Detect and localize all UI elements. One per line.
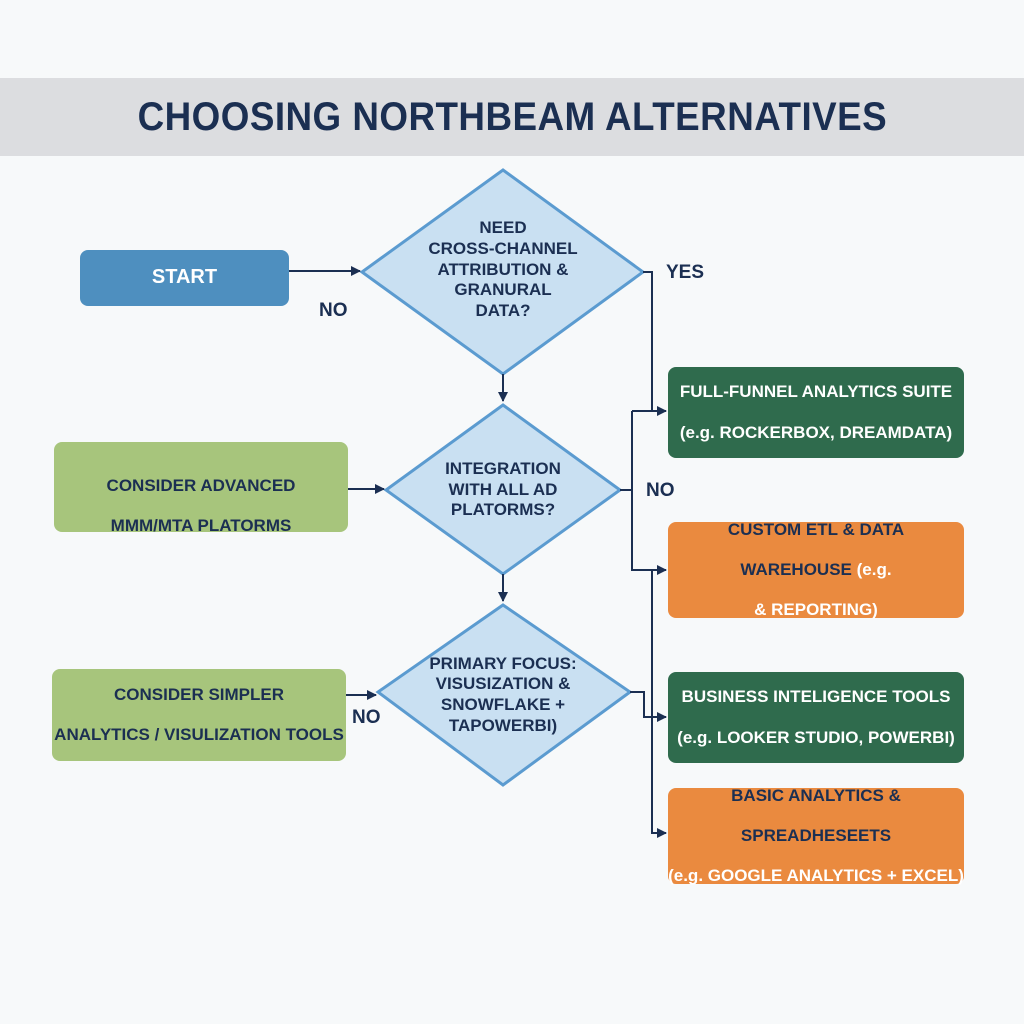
decision1-line: GRANURAL <box>454 280 552 300</box>
decision3-line: PRIMARY FOCUS: <box>429 653 577 673</box>
bi-tools-line: BUSINESS INTELIGENCE TOOLS <box>681 687 951 707</box>
decision-diamond-3 <box>375 603 633 787</box>
edge-label-no-decision2: NO <box>646 480 675 501</box>
edge-label-yes: YES <box>666 262 705 283</box>
connector-decision3-to-bi <box>630 691 667 722</box>
connector-decision2-to-full-funnel <box>631 411 667 575</box>
full-funnel-node[interactable]: FULL-FUNNEL ANALYTICS SUITE (e.g. ROCKER… <box>668 367 964 458</box>
consider-advanced-node[interactable]: CONSIDER ADVANCED MMM/MTA PLATORMS <box>54 442 348 535</box>
custom-etl-line: & REPORTING) <box>754 600 878 620</box>
decision3-line: VISUSIZATION & <box>435 674 571 694</box>
consider-advanced-line: CONSIDER ADVANCED <box>106 476 296 496</box>
consider-advanced-line: MMM/MTA PLATORMS <box>110 516 292 536</box>
full-funnel-line: FULL-FUNNEL ANALYTICS SUITE <box>679 382 953 402</box>
custom-etl-line: WAREHOUSE (e.g. <box>728 560 904 580</box>
decision3-text: PRIMARY FOCUS: VISUSIZATION & SNOWFLAKE … <box>410 645 596 745</box>
custom-etl-eg: (e.g. <box>856 559 892 579</box>
edge-label-no-decision3: NO <box>352 707 381 728</box>
decision1-line: CROSS-CHANNEL <box>428 238 578 258</box>
page-title: CHOOSING NORTHBEAM ALTERNATIVES <box>137 94 887 139</box>
consider-simpler-line: ANALYTICS / VISULIZATION TOOLS <box>54 725 344 745</box>
connector-decision1-yes <box>643 271 667 416</box>
edge-label-no-start: NO <box>319 300 348 321</box>
decision3-line: SNOWFLAKE + <box>440 695 566 714</box>
custom-etl-node[interactable]: CUSTOM ETL & DATA WAREHOUSE (e.g. & REPO… <box>668 519 964 620</box>
decision3-line: TAPOWERBI) <box>448 715 558 735</box>
basic-analytics-line: (e.g. GOOGLE ANALYTICS + EXCEL) <box>668 866 964 886</box>
bi-tools-node[interactable]: BUSINESS INTELIGENCE TOOLS (e.g. LOOKER … <box>668 672 964 763</box>
custom-etl-line: CUSTOM ETL & DATA <box>727 519 905 539</box>
connector-to-basic <box>651 570 667 838</box>
basic-analytics-line: SPREADHESEETS <box>740 825 892 845</box>
title-bar: CHOOSING NORTHBEAM ALTERNATIVES <box>0 78 1024 156</box>
custom-etl-warehouse: WAREHOUSE <box>740 559 857 579</box>
decision1-line: DATA? <box>475 301 531 321</box>
decision2-line: PLATORMS? <box>450 500 556 520</box>
decision1-line: ATTRIBUTION & <box>437 259 569 279</box>
start-label: START <box>151 266 218 289</box>
consider-simpler-node[interactable]: CONSIDER SIMPLER ANALYTICS / VISULIZATIO… <box>52 669 346 761</box>
decision2-line: WITH ALL AD <box>448 479 558 499</box>
full-funnel-line: (e.g. ROCKERBOX, DREAMDATA) <box>679 422 953 442</box>
decision2-line: INTEGRATION <box>445 458 561 478</box>
decision1-text: NEED CROSS-CHANNEL ATTRIBUTION & GRANURA… <box>412 200 594 340</box>
consider-simpler-line: CONSIDER SIMPLER <box>113 684 285 704</box>
start-node[interactable]: START <box>80 250 289 306</box>
basic-analytics-line: BASIC ANALYTICS & <box>731 785 901 805</box>
decision2-text: INTEGRATION WITH ALL AD PLATORMS? <box>420 450 586 530</box>
decision1-line: NEED <box>479 218 527 238</box>
bi-tools-line: (e.g. LOOKER STUDIO, POWERBI) <box>677 727 955 747</box>
basic-analytics-node[interactable]: BASIC ANALYTICS & SPREADHESEETS (e.g. GO… <box>668 785 964 886</box>
